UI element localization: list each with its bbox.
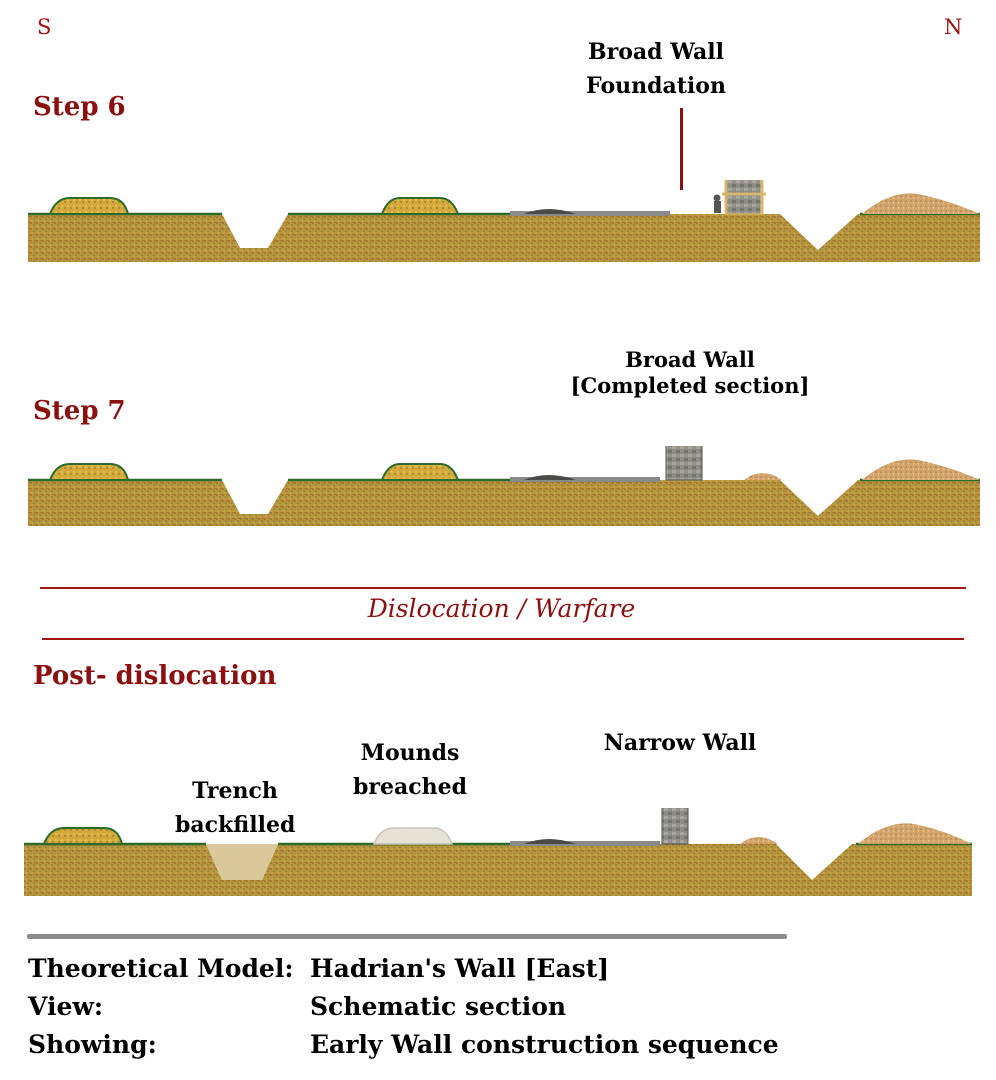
post-dislocation-label: Post- dislocation [33, 661, 277, 691]
spoil-heap-dark [524, 209, 576, 214]
caption-value: Early Wall construction sequence [310, 1030, 779, 1059]
caption-value: Schematic section [310, 992, 567, 1021]
broad-wall [665, 446, 703, 481]
pointer-line [680, 108, 683, 190]
north-mound [380, 197, 460, 215]
step-6-label: Step 6 [33, 92, 126, 122]
caption-key: Showing: [28, 1030, 157, 1059]
section-step-6 [28, 180, 980, 262]
scaffold-tower [713, 180, 766, 215]
south-mound [42, 827, 124, 845]
ground-profile [24, 844, 972, 896]
spoil-heap-dark [524, 839, 576, 844]
divider-top [40, 587, 966, 589]
divider-bottom [42, 638, 964, 640]
caption-key: View: [28, 992, 104, 1021]
caption-row-model: Theoretical Model: Hadrian's Wall [East] [28, 954, 609, 983]
military-way [510, 477, 660, 482]
caption-row-showing: Showing: Early Wall construction sequenc… [28, 1030, 779, 1059]
mounds-breached-label: Mounds breached [340, 736, 480, 804]
north-marker: N [944, 15, 963, 39]
south-marker: S [37, 15, 52, 39]
label-text: Trench backfilled [175, 778, 296, 838]
north-mound [380, 463, 460, 481]
section-post-dislocation [24, 808, 972, 896]
broad-wall-completed-label: Broad Wall [Completed section] [540, 347, 840, 399]
south-mound [48, 197, 130, 215]
backfilled-trench [206, 844, 278, 880]
narrow-wall-label: Narrow Wall [603, 730, 757, 756]
caption-rule [27, 934, 787, 939]
step-7-label: Step 7 [33, 396, 126, 426]
north-spoil-heap [858, 823, 972, 844]
north-spoil-heap [862, 193, 980, 214]
narrow-wall [661, 808, 689, 845]
military-way [510, 211, 670, 216]
south-mound [48, 463, 130, 481]
trench-backfilled-label: Trench backfilled [170, 774, 300, 842]
label-text: Mounds breached [353, 740, 467, 800]
section-step-7 [28, 446, 980, 526]
label-line: [Completed section] [570, 373, 810, 398]
ground-profile [28, 480, 980, 526]
spoil-heap-small [744, 473, 782, 480]
military-way [510, 841, 660, 846]
caption-key: Theoretical Model: [28, 954, 294, 983]
spoil-heap-dark [524, 475, 576, 480]
breached-mound [372, 827, 454, 845]
caption-value: Hadrian's Wall [East] [310, 954, 610, 983]
label-line: Foundation [586, 73, 726, 99]
ground-profile [28, 214, 980, 262]
broad-wall-foundation-label: Broad Wall Foundation [570, 35, 742, 103]
caption-row-view: View: Schematic section [28, 992, 566, 1021]
spoil-heap-small [740, 837, 778, 844]
phase-divider-label: Dislocation / Warfare [367, 594, 636, 623]
north-spoil-heap [862, 459, 980, 480]
label-line: Broad Wall [625, 347, 755, 372]
label-line: Broad Wall [588, 39, 724, 65]
